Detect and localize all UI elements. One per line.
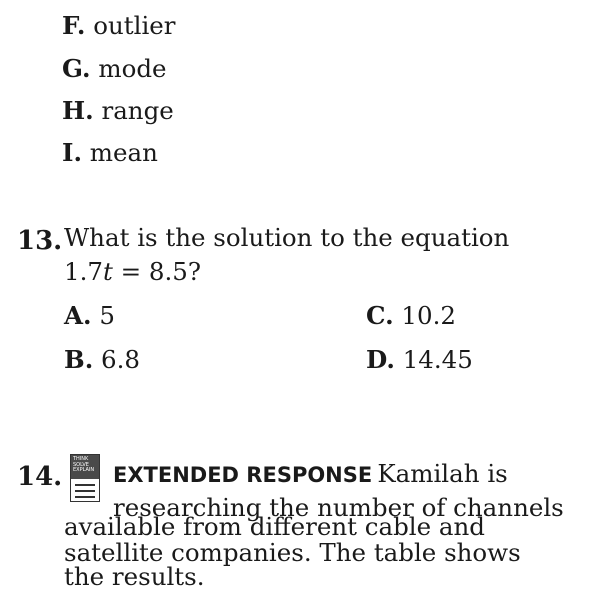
equation: 1.7t = 8.5? xyxy=(64,257,202,286)
question-number: 14. xyxy=(17,462,63,492)
choice-f: F. outlier xyxy=(62,11,176,40)
extended-response-label: EXTENDED RESPONSE xyxy=(113,463,373,487)
choice-text: 14.45 xyxy=(402,345,473,374)
question-line-3: available from different cable and xyxy=(64,512,485,541)
choice-g: G. mode xyxy=(62,54,167,83)
question-number: 13. xyxy=(17,226,63,256)
choice-text: mode xyxy=(98,54,167,83)
choice-text: 5 xyxy=(99,301,115,330)
choice-text: mean xyxy=(89,138,158,167)
question-text: What is the solution to the equation xyxy=(64,223,510,252)
choice-h: H. range xyxy=(62,96,174,125)
choice-d: D. 14.45 xyxy=(366,345,473,374)
choice-c: C. 10.2 xyxy=(366,301,456,330)
choice-text: range xyxy=(101,96,174,125)
choice-a: A. 5 xyxy=(64,301,115,330)
choice-letter: D. xyxy=(366,345,395,374)
choice-letter: G. xyxy=(62,54,91,83)
choice-letter: H. xyxy=(62,96,94,125)
choice-text: 10.2 xyxy=(401,301,456,330)
choice-b: B. 6.8 xyxy=(64,345,141,374)
question-line-1: EXTENDED RESPONSE Kamilah is xyxy=(113,459,508,488)
question-line-4: satellite companies. The table shows xyxy=(64,538,521,567)
choice-letter: A. xyxy=(64,301,92,330)
choice-text: outlier xyxy=(93,11,176,40)
equation-variable: t xyxy=(102,257,113,286)
choice-letter: F. xyxy=(62,11,86,40)
icon-label: THINK SOLVE EXPLAIN xyxy=(71,455,99,479)
think-solve-explain-icon: THINK SOLVE EXPLAIN xyxy=(70,454,100,502)
choice-text: 6.8 xyxy=(101,345,141,374)
question-text: Kamilah is xyxy=(377,459,508,488)
question-line-2: researching the number of channels xyxy=(113,493,564,522)
equation-rest: = 8.5? xyxy=(112,257,202,286)
equation-coefficient: 1.7 xyxy=(64,257,103,286)
choice-letter: I. xyxy=(62,138,82,167)
choice-letter: B. xyxy=(64,345,94,374)
choice-i: I. mean xyxy=(62,138,158,167)
choice-letter: C. xyxy=(366,301,394,330)
question-line-5: the results. xyxy=(64,562,205,591)
